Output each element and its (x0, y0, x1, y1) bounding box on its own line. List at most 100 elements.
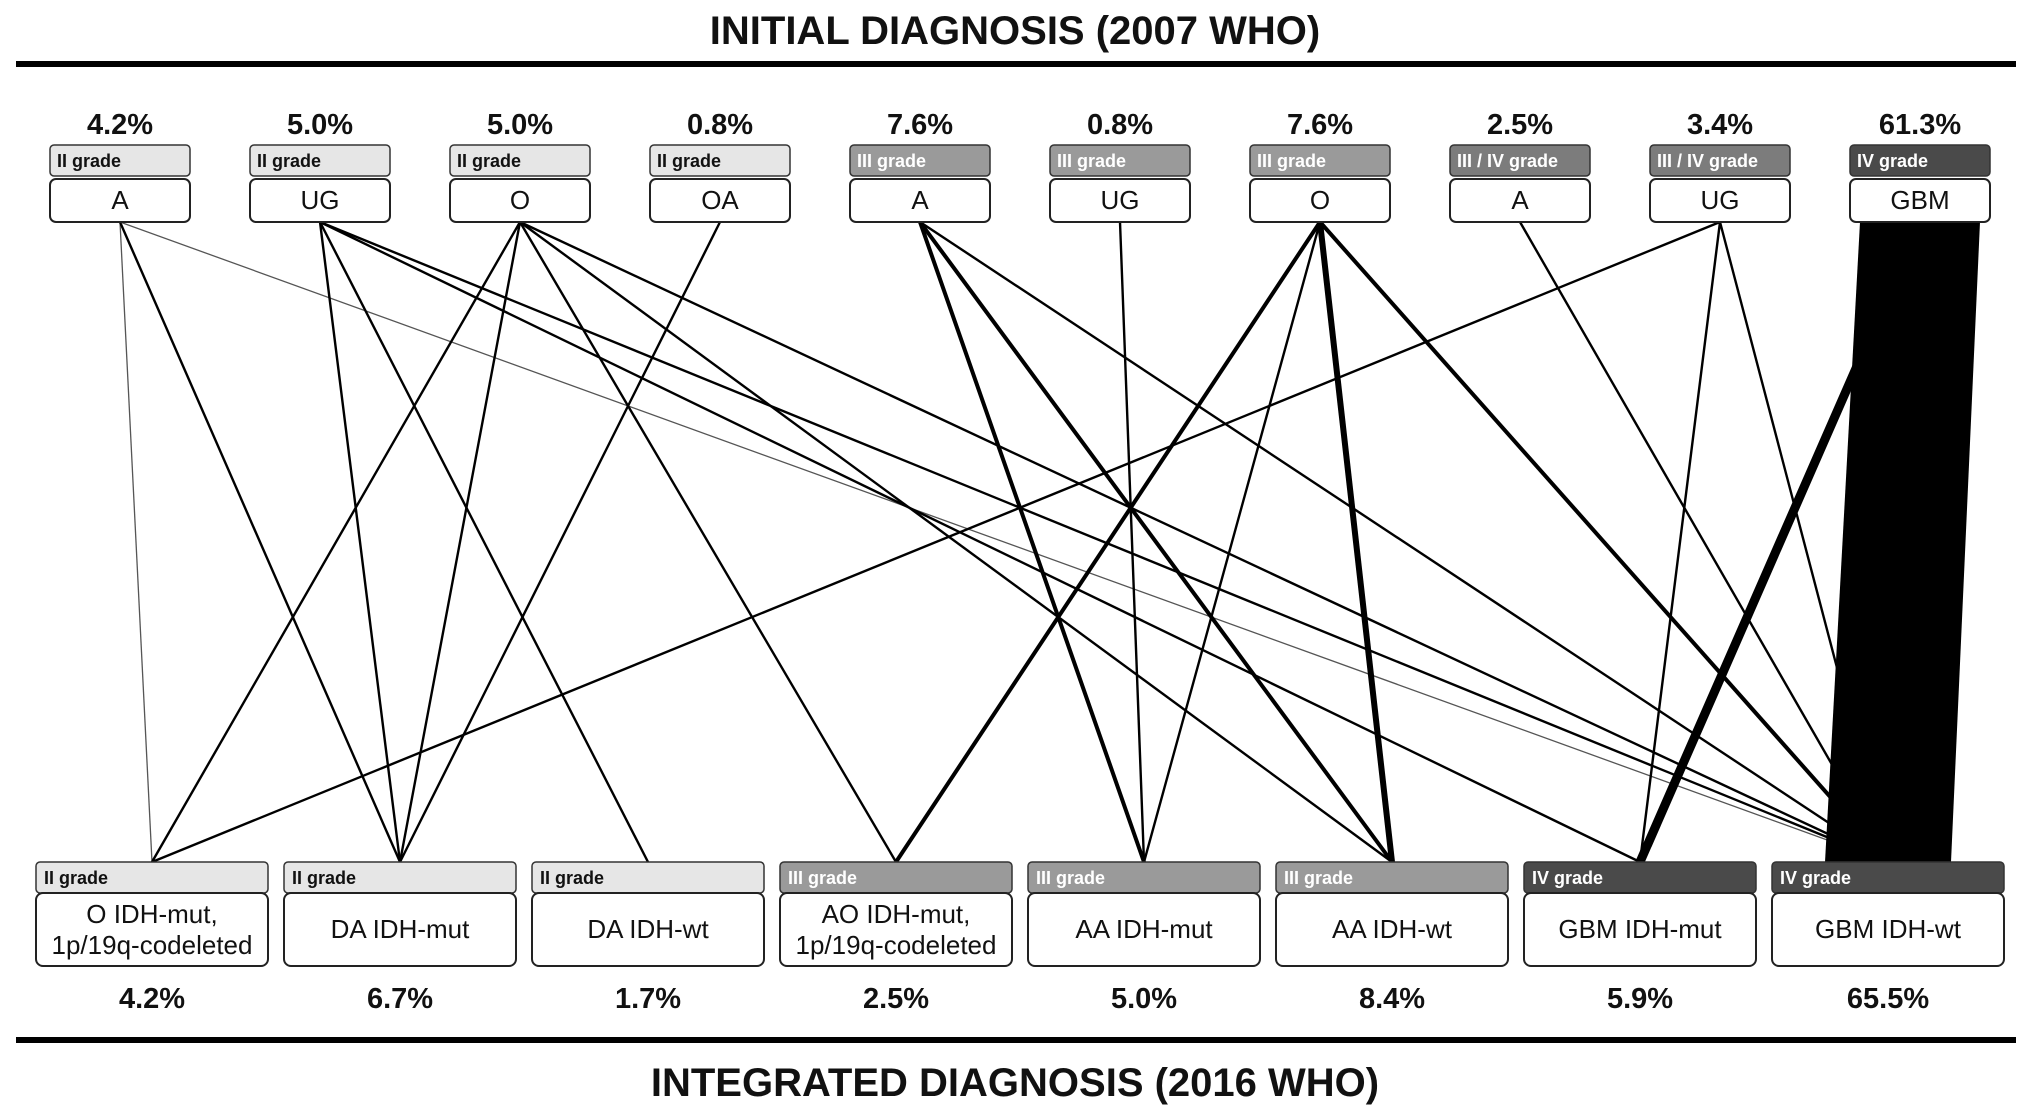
integrated-node-da-idh-mut: II grade DA IDH-mut 6.7% (283, 861, 517, 1015)
diagnosis-label: UG (1701, 185, 1740, 215)
initial-percent: 5.0% (287, 109, 353, 141)
diagnosis-label: GBM IDH-wt (1815, 914, 1962, 944)
diagnosis-label: AA IDH-mut (1075, 914, 1213, 944)
diagnosis-label: O (1310, 185, 1330, 215)
diagnosis-label-line: 1p/19q-codeleted (52, 930, 253, 960)
grade-label: II grade (257, 151, 321, 171)
flow-1-to-6 (319, 220, 1641, 864)
grade-tab (1249, 144, 1391, 177)
flow-1-to-1 (318, 221, 402, 863)
diagnosis-box (1523, 892, 1757, 967)
initial-percent: 7.6% (887, 109, 953, 141)
flow-3-to-1 (398, 221, 722, 863)
diagnosis-box (649, 178, 791, 223)
initial-percent: 61.3% (1879, 109, 1961, 141)
integrated-percent: 6.7% (367, 983, 433, 1015)
integrated-percent: 5.0% (1111, 983, 1177, 1015)
grade-label: II grade (292, 868, 356, 888)
diagnosis-label-line: AO IDH-mut, (822, 899, 971, 929)
grade-label: III grade (1057, 151, 1126, 171)
grade-label: III grade (1036, 868, 1105, 888)
diagnosis-label: DA IDH-mut (331, 914, 470, 944)
diagnosis-box (249, 178, 391, 223)
flow-2-to-0 (150, 221, 522, 863)
initial-percent: 0.8% (687, 109, 753, 141)
grade-label: II grade (657, 151, 721, 171)
grade-tab (1449, 144, 1591, 177)
diagnosis-label: GBM IDH-mut (1558, 914, 1722, 944)
flow-2-to-3 (518, 221, 898, 863)
flow-2-to-7 (519, 220, 1889, 864)
diagnosis-box (1849, 178, 1991, 223)
flow-0-to-7 (119, 221, 1889, 863)
flow-4-to-4 (918, 221, 1146, 863)
diagnosis-label: O (510, 185, 530, 215)
diagnosis-box (1249, 178, 1391, 223)
grade-label: III grade (1257, 151, 1326, 171)
grade-label: III grade (1284, 868, 1353, 888)
diagnosis-box (531, 892, 765, 967)
initial-percent: 3.4% (1687, 109, 1753, 141)
grade-label: IV grade (1780, 868, 1851, 888)
diagnosis-label-line: 1p/19q-codeleted (796, 930, 997, 960)
flow-4-to-7 (919, 220, 1889, 864)
flow-2-to-5 (519, 221, 1393, 863)
grade-label: II grade (44, 868, 108, 888)
flow-2-to-1 (398, 221, 522, 863)
flow-0-to-1 (118, 221, 402, 863)
integrated-node-aa-idh-mut: III grade AA IDH-mut 5.0% (1027, 861, 1261, 1015)
integrated-percent: 1.7% (615, 983, 681, 1015)
integrated-node-aa-idh-wt: III grade AA IDH-wt 8.4% (1275, 861, 1509, 1015)
flows-layer (118, 220, 1980, 864)
integrated-percent: 8.4% (1359, 983, 1425, 1015)
diagnosis-label-line: O IDH-mut, (86, 899, 217, 929)
diagnosis-label: AA IDH-wt (1332, 914, 1453, 944)
diagnosis-box (283, 892, 517, 967)
initial-percent: 2.5% (1487, 109, 1553, 141)
flow-7-to-7 (1518, 221, 1890, 863)
diagnosis-box (1049, 178, 1191, 223)
diagnosis-box (449, 178, 591, 223)
diagnosis-box (1027, 892, 1261, 967)
diagnosis-box (849, 178, 991, 223)
diagnosis-box (49, 178, 191, 223)
grade-tab (1849, 144, 1991, 177)
flow-1-to-2 (318, 221, 650, 863)
initial-percent: 4.2% (87, 109, 153, 141)
flow-5-to-4 (1118, 221, 1146, 863)
flow-4-to-5 (918, 220, 1394, 864)
diagnosis-box (1771, 892, 2005, 967)
integrated-percent: 2.5% (863, 983, 929, 1015)
grade-label: III grade (857, 151, 926, 171)
grade-tab (1049, 144, 1191, 177)
diagnosis-box (1449, 178, 1591, 223)
flow-0-to-0 (119, 221, 153, 863)
diagnosis-box (35, 892, 269, 967)
integrated-percent: 5.9% (1607, 983, 1673, 1015)
diagnosis-label: A (911, 185, 929, 215)
integrated-percent: 65.5% (1847, 983, 1929, 1015)
diagnosis-box (779, 892, 1013, 967)
grade-tab (449, 144, 591, 177)
grade-tab (649, 144, 791, 177)
diagnosis-label: OA (701, 185, 739, 215)
diagnosis-label: GBM (1890, 185, 1949, 215)
grade-label: III grade (788, 868, 857, 888)
grade-label: II grade (57, 151, 121, 171)
flow-6-to-7 (1318, 220, 1890, 864)
grade-label: III / IV grade (1457, 151, 1558, 171)
grade-tab (49, 144, 191, 177)
integrated-node-ao-idh-mut-1p-19q-codeleted: III grade AO IDH-mut,1p/19q-codeleted 2.5% (779, 861, 1013, 1015)
